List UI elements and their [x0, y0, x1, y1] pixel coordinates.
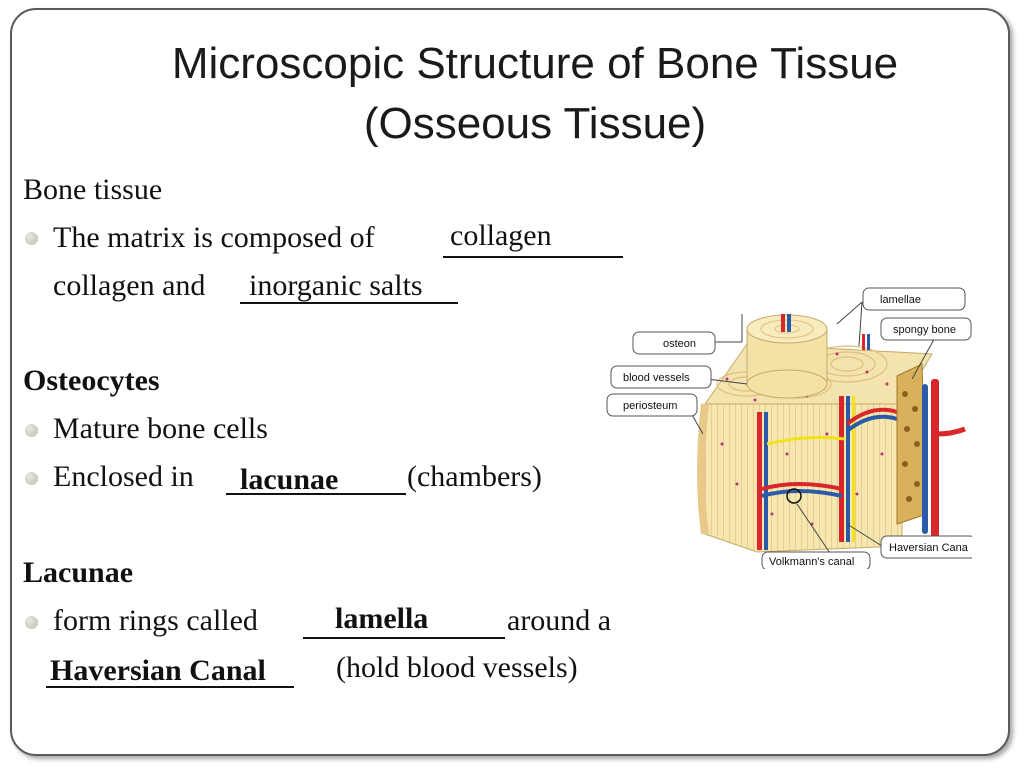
matrix-answer: collagen — [450, 219, 552, 252]
osteon-cylinder — [746, 314, 828, 399]
bullet-icon — [25, 232, 38, 245]
label-spongy-bone: spongy bone — [880, 317, 972, 341]
hold-vessels-text: (hold blood vessels) — [336, 651, 578, 684]
label-periosteum-text: periosteum — [623, 400, 677, 412]
bone-tissue-heading: Bone tissue — [23, 173, 163, 206]
slide-title: Microscopic Structure of Bone Tissue (Os… — [40, 34, 1024, 154]
form-rings-text: form rings called — [53, 604, 258, 637]
bullet-icon — [25, 424, 38, 437]
label-blood-vessels: blood vessels — [610, 365, 712, 389]
lamella-blank — [303, 637, 505, 639]
periosteum-layer — [697, 403, 709, 535]
label-spongy-bone-text: spongy bone — [893, 324, 956, 336]
compact-bone-front — [704, 403, 903, 553]
label-periosteum: periosteum — [606, 393, 698, 417]
artery — [931, 379, 939, 549]
collagen-and-text: collagen and — [53, 269, 206, 302]
salts-answer: inorganic salts — [249, 269, 423, 302]
title-line-2: (Osseous Tissue) — [363, 99, 707, 148]
lacunae-heading: Lacunae — [23, 556, 134, 589]
label-haversian-canal-text: Haversian Cana — [889, 542, 969, 554]
haversian-blank — [46, 686, 294, 688]
label-haversian-canal: Haversian Cana — [880, 535, 972, 559]
title-line-1: Microscopic Structure of Bone Tissue — [171, 39, 899, 88]
lacunae-answer: lacunae — [240, 463, 339, 496]
label-lamellae-text: lamellae — [880, 294, 921, 306]
bone-structure-diagram: lamellae spongy bone osteon blood vessel… — [606, 287, 972, 569]
around-a-text: around a — [507, 604, 612, 637]
matrix-blank — [443, 256, 623, 258]
osteocytes-heading: Osteocytes — [23, 364, 160, 397]
haversian-answer: Haversian Canal — [50, 654, 266, 687]
bullet-icon — [25, 616, 38, 629]
label-volkmanns-canal: Volkmann's canal — [761, 551, 871, 569]
label-volkmanns-canal-text: Volkmann's canal — [769, 556, 854, 568]
label-osteon: osteon — [632, 331, 716, 355]
chambers-text: (chambers) — [407, 460, 542, 493]
enclosed-in-text: Enclosed in — [53, 460, 194, 493]
spongy-bone-holes — [902, 391, 920, 502]
lacunae-blank — [226, 493, 406, 495]
label-blood-vessels-text: blood vessels — [623, 372, 690, 384]
mature-cells-text: Mature bone cells — [53, 412, 268, 445]
bullet-icon — [25, 472, 38, 485]
matrix-text: The matrix is composed of — [53, 221, 375, 254]
salts-blank — [240, 302, 458, 304]
volkmann-canal-marker — [786, 488, 802, 504]
label-osteon-text: osteon — [663, 338, 696, 350]
haversian-vessels — [757, 396, 855, 550]
vein — [922, 384, 928, 534]
label-lamellae: lamellae — [862, 287, 966, 311]
lamella-answer: lamella — [335, 602, 429, 635]
volkmann-vessels — [761, 407, 898, 498]
